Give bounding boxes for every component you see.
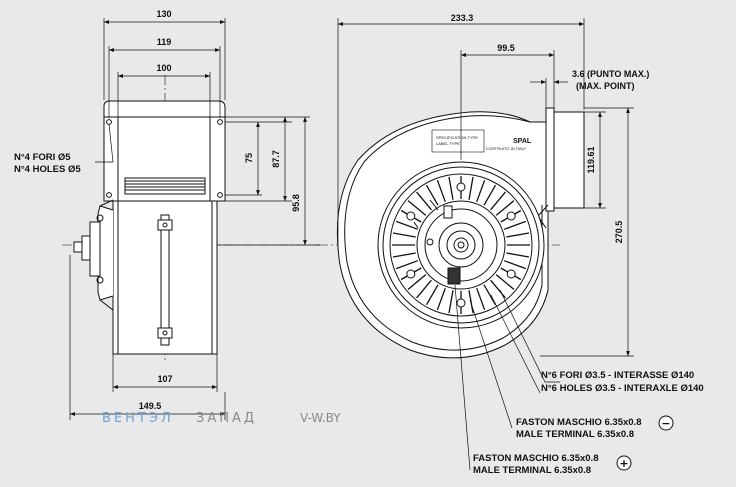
dim-119: 119 bbox=[157, 37, 172, 47]
motor-fin bbox=[416, 191, 432, 211]
front-view bbox=[318, 107, 585, 359]
motor-fin bbox=[395, 220, 419, 230]
side-view-dim-text: 130 119 100 75 87.7 95.8 107 149.5 N°4 F… bbox=[14, 9, 301, 411]
motor-fin bbox=[483, 184, 497, 206]
motor-fin bbox=[506, 232, 530, 238]
positive-terminal-icon bbox=[616, 455, 632, 471]
motor-fin bbox=[448, 176, 454, 200]
watermark: ВЕНТЭЛ ЗАПАД V-W.BY bbox=[102, 411, 341, 426]
dim-99-5: 99.5 bbox=[497, 43, 515, 53]
motor-fin bbox=[392, 252, 416, 258]
motor-fin bbox=[506, 252, 530, 258]
dim-149-5: 149.5 bbox=[139, 401, 162, 411]
side-view bbox=[62, 75, 320, 360]
motor-fin bbox=[468, 290, 474, 314]
motor-fin bbox=[392, 232, 416, 238]
motor-fin bbox=[490, 191, 506, 211]
mounting-hole bbox=[456, 182, 466, 192]
holes-note-it: N°4 FORI Ø5 bbox=[14, 152, 71, 163]
side-view-dimensions bbox=[69, 18, 320, 420]
dim-233-3: 233.3 bbox=[451, 13, 474, 23]
motor-fin bbox=[495, 200, 515, 216]
dim-87-7: 87.7 bbox=[271, 150, 281, 168]
polarity-symbols bbox=[616, 415, 674, 471]
watermark-brand-blue: ВЕНТЭЛ bbox=[102, 411, 174, 426]
motor-fin bbox=[503, 220, 527, 230]
terminal-pos-it: FASTON MASCHIO 6.35x0.8 bbox=[473, 453, 598, 464]
negative-sign: − bbox=[661, 417, 670, 430]
watermark-brand-grey: ЗАПАД bbox=[196, 411, 257, 426]
motor-fin bbox=[395, 260, 419, 270]
holes-callout-en: N°6 HOLES Ø3.5 - INTERAXLE Ø140 bbox=[541, 383, 704, 394]
motor-fin bbox=[436, 287, 446, 311]
mounting-holes bbox=[406, 182, 516, 308]
motor-fin bbox=[483, 284, 497, 306]
motor-fin bbox=[407, 274, 427, 290]
motor-fin bbox=[503, 260, 527, 270]
mounting-hole bbox=[456, 298, 466, 308]
label-spec: SPECIFICATION TYPE bbox=[436, 135, 478, 140]
motor-fin bbox=[425, 184, 439, 206]
negative-terminal-icon bbox=[658, 415, 674, 431]
dim-95-8: 95.8 bbox=[291, 194, 301, 212]
motor-fin bbox=[495, 274, 515, 290]
dim-107: 107 bbox=[157, 374, 172, 384]
motor-fin bbox=[476, 179, 486, 203]
motor-fin bbox=[425, 284, 439, 306]
label-country: COSTRUITO IN ITALY bbox=[486, 146, 527, 151]
mounting-hole bbox=[506, 211, 516, 221]
motor-fin bbox=[490, 279, 506, 299]
mounting-hole bbox=[406, 211, 416, 221]
holes-note-en: N°4 HOLES Ø5 bbox=[14, 164, 81, 175]
terminal-pos-en: MALE TERMINAL 6.35x0.8 bbox=[473, 465, 591, 476]
label-brand: SPAL bbox=[513, 138, 532, 145]
mounting-hole bbox=[406, 269, 416, 279]
front-view-dimensions bbox=[337, 18, 634, 471]
front-view-extra bbox=[413, 199, 461, 285]
dim-100: 100 bbox=[156, 63, 171, 73]
dim-119-61: 119.61 bbox=[586, 146, 596, 173]
positive-sign: + bbox=[619, 457, 628, 470]
motor-fin bbox=[468, 176, 474, 200]
motor-fin bbox=[416, 279, 432, 299]
dim-270-5: 270.5 bbox=[614, 221, 624, 244]
mounting-hole bbox=[506, 269, 516, 279]
motor-fin bbox=[436, 179, 446, 203]
front-view-text: 233.3 99.5 3.6 (PUNTO MAX.) (MAX. POINT)… bbox=[436, 13, 704, 476]
watermark-site: V-W.BY bbox=[300, 411, 341, 425]
terminal-neg-it: FASTON MASCHIO 6.35x0.8 bbox=[516, 417, 641, 428]
motor-fin bbox=[476, 287, 486, 311]
label-type: LABEL TYPE bbox=[436, 141, 460, 146]
holes-callout-it: N°6 FORI Ø3.5 - INTERASSE Ø140 bbox=[541, 370, 694, 381]
dim-75: 75 bbox=[244, 153, 254, 163]
terminal-neg-en: MALE TERMINAL 6.35x0.8 bbox=[516, 429, 634, 440]
motor-fin bbox=[448, 290, 454, 314]
motor-fin bbox=[407, 200, 427, 216]
dim-130: 130 bbox=[156, 9, 171, 19]
punto-max-en: (MAX. POINT) bbox=[576, 81, 635, 91]
punto-max-it: 3.6 (PUNTO MAX.) bbox=[572, 69, 649, 79]
